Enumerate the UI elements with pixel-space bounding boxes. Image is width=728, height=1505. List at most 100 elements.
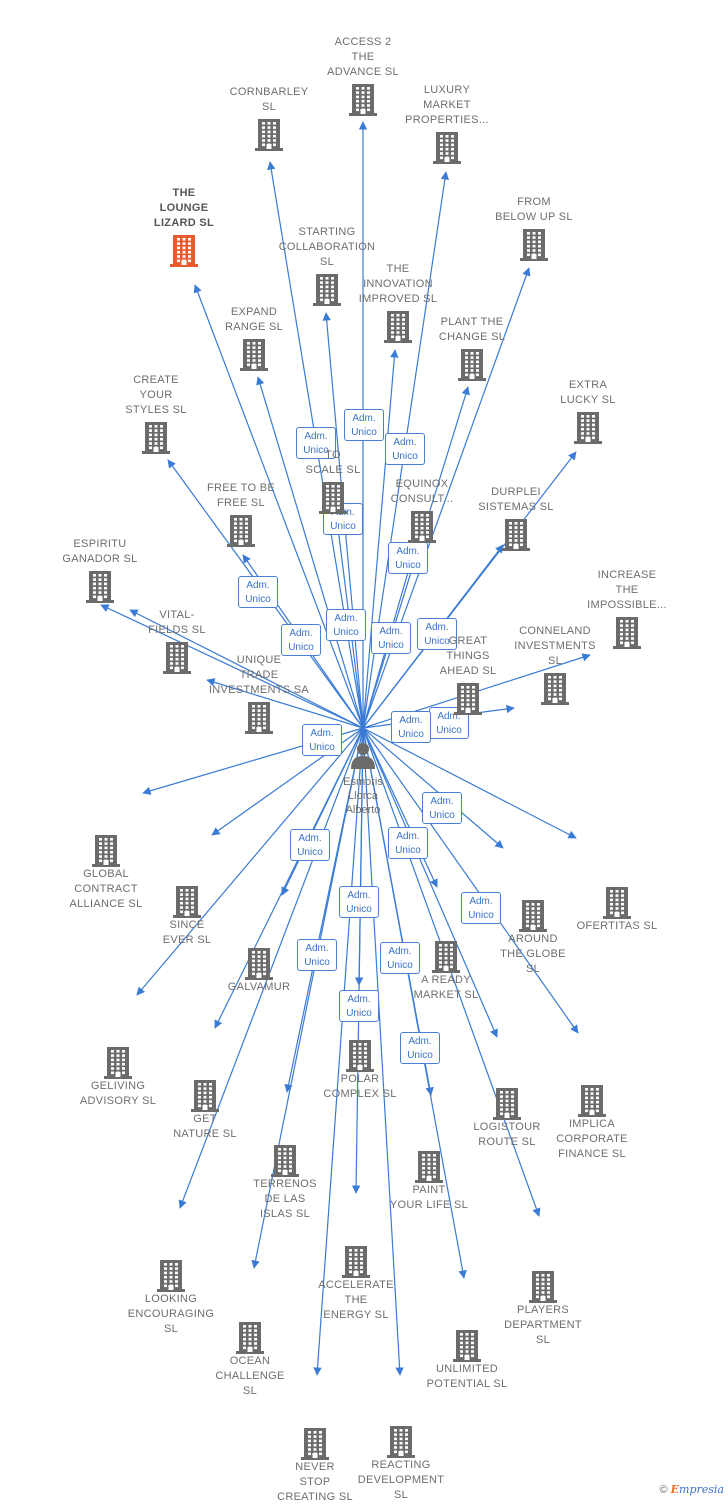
company-node[interactable]: GET NATURE SL [150,1076,260,1142]
company-node[interactable]: FREE TO BE FREE SL [186,481,296,547]
building-icon [458,349,486,381]
company-name: ACCESS 2 THE ADVANCE SL [327,36,399,78]
company-node[interactable]: GELIVING ADVISORY SL [63,1043,173,1109]
company-node[interactable]: ESPIRITU GANADOR SL [45,537,155,603]
company-node[interactable]: PAINT YOUR LIFE SL [374,1147,484,1213]
relationship-edge [362,727,404,1376]
company-name: ACCELERATE THE ENERGY SL [318,1279,394,1321]
company-node[interactable]: GALVAMUR [204,944,314,995]
company-node[interactable]: VITAL- FIELDS SL [122,608,232,674]
company-node[interactable]: PLAYERS DEPARTMENT SL [488,1267,598,1348]
relationship-edge [362,727,504,849]
company-node[interactable]: THE LOUNGE LIZARD SL [129,186,239,267]
company-node[interactable]: LOOKING ENCOURAGING SL [116,1256,226,1337]
role-badge[interactable]: Adm. Unico [417,618,457,650]
relationship-edge [362,727,577,839]
company-node[interactable]: CONNELAND INVESTMENTS SL [500,624,610,705]
role-badge[interactable]: Adm. Unico [380,942,420,974]
role-badge[interactable]: Adm. Unico [344,409,384,441]
building-icon [227,515,255,547]
building-icon [432,941,460,973]
company-node[interactable]: PLANT THE CHANGE SL [417,315,527,381]
company-node[interactable]: EXTRA LUCKY SL [533,378,643,444]
building-icon [574,412,602,444]
company-node[interactable]: LUXURY MARKET PROPERTIES... [392,83,502,164]
company-node[interactable]: ACCELERATE THE ENERGY SL [301,1242,411,1323]
company-node[interactable]: STARTING COLLABORATION SL [272,225,382,306]
building-icon [520,229,548,261]
company-node[interactable]: FROM BELOW UP SL [479,195,589,261]
role-badge[interactable]: Adm. Unico [461,892,501,924]
company-node[interactable]: UNLIMITED POTENTIAL SL [412,1326,522,1392]
role-badge[interactable]: Adm. Unico [422,792,462,824]
role-badge[interactable]: Adm. Unico [391,711,431,743]
company-node[interactable]: DURPLEI SISTEMAS SL [461,485,571,551]
role-badge[interactable]: Adm. Unico [400,1032,440,1064]
building-icon [433,132,461,164]
company-node[interactable]: POLAR COMPLEX SL [305,1036,415,1102]
building-icon [529,1271,557,1303]
company-node[interactable]: AROUND THE GLOBE SL [478,896,588,977]
company-node[interactable]: CREATE YOUR STYLES SL [101,373,211,454]
company-node[interactable]: LOGISTOUR ROUTE SL [452,1084,562,1150]
company-node[interactable]: UNIQUE TRADE INVESTMENTS SA [204,653,314,734]
role-badge[interactable]: Adm. Unico [290,829,330,861]
building-icon [191,1080,219,1112]
brand-logo[interactable]: Empresia [670,1483,724,1496]
company-name: TO SCALE SL [305,449,361,476]
role-badge[interactable]: Adm. Unico [388,542,428,574]
company-name: PAINT YOUR LIFE SL [389,1184,469,1211]
company-name: CORNBARLEY SL [229,86,309,113]
company-node[interactable]: GLOBAL CONTRACT ALLIANCE SL [51,831,161,912]
building-icon [173,886,201,918]
person-icon [351,743,375,769]
company-name: LUXURY MARKET PROPERTIES... [405,84,489,126]
role-badge[interactable]: Adm. Unico [281,624,321,656]
role-badge[interactable]: Adm. Unico [371,622,411,654]
company-node[interactable]: REACTING DEVELOPMENT SL [346,1422,456,1503]
relationship-edge [362,727,438,888]
company-node[interactable]: CORNBARLEY SL [214,85,324,151]
person-node[interactable]: Esmoris Llorca Alberto [323,740,403,817]
role-badge[interactable]: Adm. Unico [388,827,428,859]
company-node[interactable]: OFERTITAS SL [562,883,672,934]
building-icon [86,571,114,603]
role-badge[interactable]: Adm. Unico [385,433,425,465]
building-icon [502,519,530,551]
building-icon [142,422,170,454]
company-name: GET NATURE SL [173,1113,237,1140]
company-node[interactable]: TERRENOS DE LAS ISLAS SL [230,1141,340,1222]
role-badge[interactable]: Adm. Unico [238,576,278,608]
company-node[interactable]: THE INNOVATION IMPROVED SL [343,262,453,343]
company-node[interactable]: TO SCALE SL [278,448,388,514]
company-name: UNIQUE TRADE INVESTMENTS SA [208,654,310,696]
company-node[interactable]: EQUINOX CONSULT... [367,477,477,543]
company-node[interactable]: ACCESS 2 THE ADVANCE SL [308,35,418,116]
building-icon [578,1085,606,1117]
company-node[interactable]: OCEAN CHALLENGE SL [195,1318,305,1399]
building-icon [613,617,641,649]
building-icon [541,673,569,705]
company-name: VITAL- FIELDS SL [148,609,206,636]
role-badge[interactable]: Adm. Unico [296,427,336,459]
company-node[interactable]: SINCE EVER SL [132,882,242,948]
company-name: REACTING DEVELOPMENT SL [357,1459,445,1501]
building-icon [349,84,377,116]
company-name: DURPLEI SISTEMAS SL [478,486,554,513]
role-badge[interactable]: Adm. Unico [297,939,337,971]
company-node[interactable]: GREAT THINGS AHEAD SL [413,634,523,715]
relationship-edge [136,727,364,996]
role-badge[interactable]: Adm. Unico [339,990,379,1022]
company-name: OFERTITAS SL [576,920,658,932]
company-name: PLANT THE CHANGE SL [438,316,506,343]
company-node[interactable]: IMPLICA CORPORATE FINANCE SL [537,1081,647,1162]
role-badge[interactable]: Adm. Unico [302,724,342,756]
company-node[interactable]: INCREASE THE IMPOSSIBLE... [572,568,682,649]
company-node[interactable]: A READY MARKET SL [391,937,501,1003]
role-badge[interactable]: Adm. Unico [339,886,379,918]
building-icon [493,1088,521,1120]
company-name: GLOBAL CONTRACT ALLIANCE SL [69,868,143,910]
role-badge[interactable]: Adm. Unico [326,609,366,641]
company-node[interactable]: EXPAND RANGE SL [199,305,309,371]
